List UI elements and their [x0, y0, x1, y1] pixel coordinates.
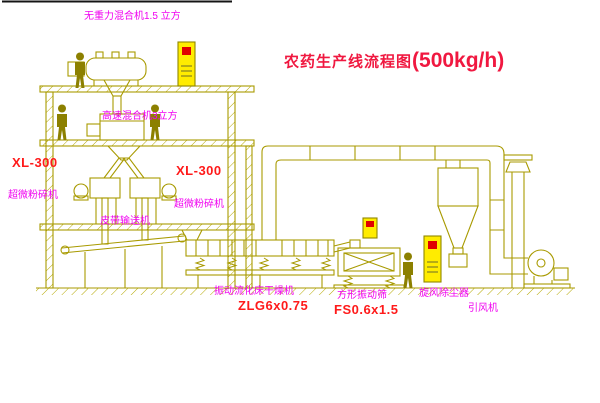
exhaust-duct — [261, 145, 528, 275]
title-capacity: (500kg/h) — [412, 49, 505, 72]
label-crusher-right-model: XL-300 — [176, 163, 222, 178]
label-screen-name: 方形振动筛 — [337, 290, 387, 301]
label-crusher-right-name: 超微粉碎机 — [174, 199, 224, 210]
crusher-right — [129, 177, 177, 241]
title-text: 农药生产线流程图 — [284, 53, 413, 71]
cyclone-dust-collector — [437, 167, 479, 268]
control-cabinet-screen — [362, 217, 378, 239]
exhaust-stack — [503, 154, 533, 288]
belt-conveyor — [60, 233, 187, 288]
building-structure — [36, 85, 575, 295]
worker-figure — [56, 103, 68, 141]
induced-draft-fan — [523, 249, 571, 289]
label-fan-name: 引风机 — [468, 303, 498, 314]
label-crusher-left-model: XL-300 — [12, 155, 58, 170]
control-cabinet-top — [177, 41, 196, 87]
diagram-title: 农药生产线流程图(500kg/h) — [284, 49, 504, 73]
label-dryer-model: ZLG6x0.75 — [238, 298, 309, 313]
label-dryer-name: 振动流化床干燥机 — [214, 286, 294, 297]
label-screen-model: FS0.6x1.5 — [334, 302, 399, 317]
label-high-speed-mixer: 高速混合机3立方 — [102, 111, 178, 122]
vibrating-screen — [333, 239, 405, 289]
crusher-left — [73, 177, 121, 245]
worker-figure — [149, 103, 161, 141]
worker-figure — [402, 251, 414, 289]
worker-figure — [74, 51, 86, 89]
control-cabinet-right — [423, 235, 442, 283]
label-crusher-left-name: 超微粉碎机 — [8, 190, 58, 201]
label-cyclone-name: 旋风除尘器 — [419, 288, 469, 299]
label-gravity-mixer: 无重力混合机1.5 立方 — [84, 11, 181, 22]
gravity-mixer — [67, 51, 147, 115]
label-belt-conveyor: 皮带输送机 — [100, 216, 150, 227]
fluid-bed-dryer — [181, 229, 351, 288]
